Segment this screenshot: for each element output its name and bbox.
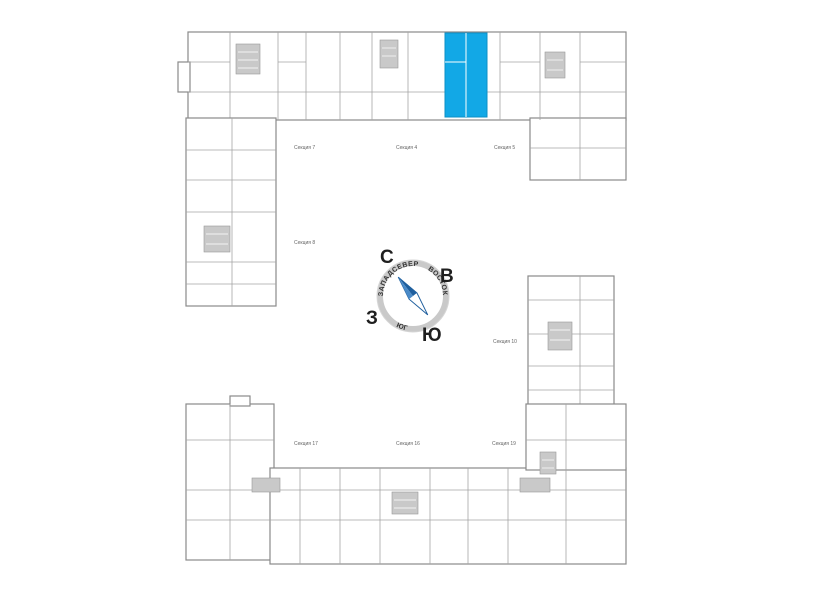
section-label-17: Секция 17	[294, 441, 318, 447]
compass-west-letter: З	[366, 308, 378, 329]
top-wing	[177, 31, 627, 181]
compass-needle-icon	[397, 276, 429, 316]
compass-east-letter: В	[440, 266, 454, 287]
section-label-16: Секция 16	[396, 441, 420, 447]
section-label-8: Секция 8	[294, 240, 315, 246]
section-label-19: Секция 19	[492, 441, 516, 447]
bottom-wing	[185, 395, 627, 565]
compass-north-letter: С	[380, 247, 394, 268]
right-wing	[527, 275, 615, 411]
compass-south-letter: Ю	[422, 325, 442, 346]
section-label-10: Секция 10	[493, 339, 517, 345]
section-label-7: Секция 7	[294, 145, 315, 151]
left-wing	[185, 117, 277, 307]
section-label-5: Секция 5	[494, 145, 515, 151]
compass: СЕВЕР ВОСТОК ЮГ ЗАПАД	[374, 258, 452, 337]
section-label-4: Секция 4	[396, 145, 417, 151]
